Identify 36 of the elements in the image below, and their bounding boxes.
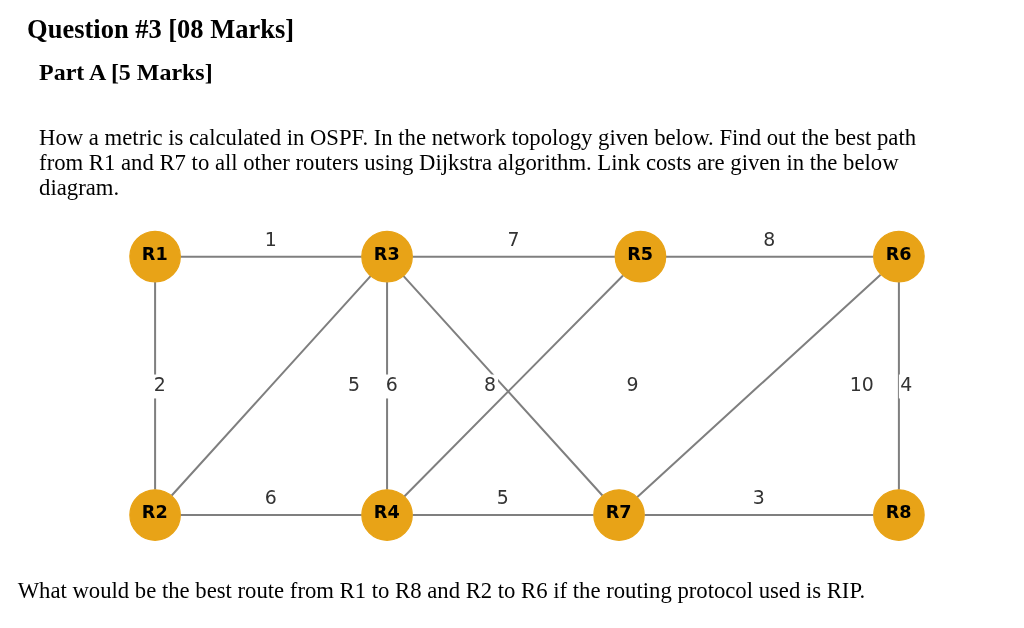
edge-label: 4 — [899, 372, 912, 395]
node-circle: R2 — [128, 489, 181, 541]
edge-label: 9 — [626, 372, 639, 395]
edge-label: 6 — [385, 372, 398, 395]
connector — [385, 282, 388, 490]
connector — [411, 514, 594, 517]
label: What would be the best route from R1 to R8 and R2 to R6 if the routing protocol used is RIP. — [17, 577, 865, 603]
node-circle: R4 — [360, 489, 413, 541]
edge-label: 8 — [762, 227, 775, 250]
edge-label: 2 — [153, 372, 166, 395]
connector — [179, 514, 362, 517]
node-circle: R3 — [360, 230, 413, 283]
edge-label: 5 — [347, 372, 360, 395]
node-circle: R8 — [872, 489, 925, 541]
edge-label: 8 — [483, 372, 496, 395]
edge-label: 1 — [264, 227, 277, 250]
connector — [153, 282, 156, 490]
edge-label: 6 — [264, 486, 277, 509]
connector — [411, 255, 615, 258]
edge-label: 10 — [849, 372, 874, 395]
node-circle: R1 — [128, 230, 181, 283]
connector — [170, 275, 371, 497]
label: Part A [5 Marks] — [38, 59, 213, 86]
connector — [635, 273, 881, 499]
node-circle: R7 — [592, 489, 645, 541]
label: How a metric is calculated in OSPF. In the network topology given below. Find out the best path from R1 and R7 to all other routers using Dijkstra algorithm. Link costs are given in the below diagram. — [38, 124, 916, 201]
node-circle: R6 — [872, 230, 925, 283]
edge-label: 7 — [506, 227, 519, 250]
connector — [179, 255, 362, 258]
connector — [643, 514, 873, 517]
edge-label: 5 — [496, 486, 509, 509]
connector — [897, 282, 900, 490]
connector — [665, 255, 874, 258]
node-circle: R5 — [614, 230, 666, 283]
diagram-title: Question #3 [08 Marks] — [26, 14, 294, 45]
edge-label: 3 — [752, 486, 765, 509]
